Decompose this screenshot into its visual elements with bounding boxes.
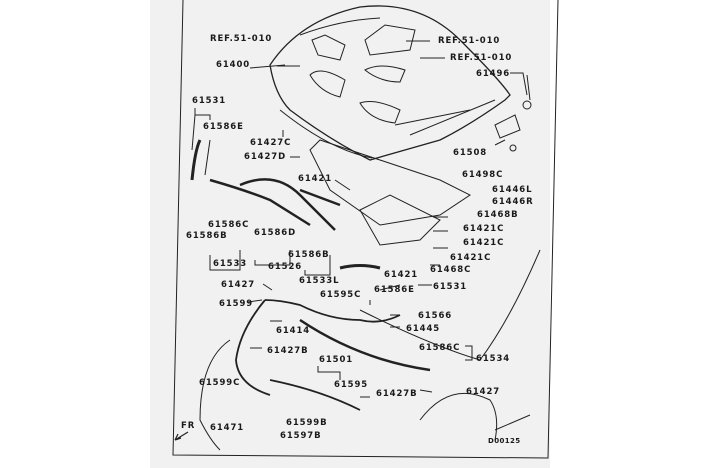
washer-hose-61414 <box>264 299 401 323</box>
label-61414: 61414 <box>276 326 311 336</box>
label-61534: 61534 <box>476 354 511 364</box>
washer-hose-61501 <box>269 379 361 411</box>
label-61427b-right: 61427B <box>376 389 418 399</box>
insulator-lower <box>359 194 441 246</box>
label-61586c-left: 61586C <box>208 220 250 230</box>
label-61599b: 61599B <box>286 418 328 428</box>
hood-vent-upper <box>364 65 406 83</box>
label-61595: 61595 <box>334 380 369 390</box>
label-61471: 61471 <box>210 423 245 433</box>
label-fr-direction: FR <box>181 421 196 431</box>
label-ref-51-010-right-mid: REF.51-010 <box>450 53 513 63</box>
label-61421-mid: 61421 <box>384 270 419 280</box>
hood-vent-left <box>309 70 346 98</box>
hood-hinge <box>494 114 521 139</box>
label-61531-top: 61531 <box>192 96 227 106</box>
label-61427b-left: 61427B <box>267 346 309 356</box>
label-61531-mid: 61531 <box>433 282 468 292</box>
label-61586d: 61586D <box>254 228 297 238</box>
label-61501: 61501 <box>319 355 354 365</box>
label-61446r: 61446R <box>492 197 534 207</box>
label-61496: 61496 <box>476 69 511 79</box>
part-61498c <box>509 144 517 152</box>
label-61498c: 61498C <box>462 170 504 180</box>
label-61468c: 61468C <box>430 265 472 275</box>
drawing-id: D00125 <box>488 437 521 445</box>
seal-61533 <box>209 178 311 227</box>
label-61421-left: 61421 <box>298 174 333 184</box>
label-61508: 61508 <box>453 148 488 158</box>
hood-line-2 <box>409 99 496 136</box>
label-61586e-mid: 61586E <box>374 285 415 295</box>
label-61597b: 61597B <box>280 431 322 441</box>
hood-vent-center <box>359 101 401 124</box>
hood-crease <box>299 17 381 36</box>
label-61599c: 61599C <box>199 378 241 388</box>
fr-arrow <box>174 431 189 441</box>
body-line-diag <box>494 414 531 431</box>
hood-line-1 <box>394 109 471 126</box>
label-61599: 61599 <box>219 299 254 309</box>
label-61427d: 61427D <box>244 152 287 162</box>
seal-61526 <box>239 178 336 231</box>
label-61526: 61526 <box>268 262 303 272</box>
hood-edge <box>279 109 373 159</box>
label-61446l: 61446L <box>492 185 533 195</box>
seal-61421-mid <box>339 264 381 270</box>
label-61427c: 61427C <box>250 138 292 148</box>
label-61421c-3: 61421C <box>450 253 492 263</box>
scanned-page-background <box>150 0 550 468</box>
label-61421c-1: 61421C <box>463 224 505 234</box>
label-61595c: 61595C <box>320 290 362 300</box>
seal-61531 <box>190 139 202 181</box>
label-61400: 61400 <box>216 60 251 70</box>
label-61586c-right: 61586C <box>419 343 461 353</box>
label-61445: 61445 <box>406 324 441 334</box>
fender-line <box>359 249 541 361</box>
label-61586b-mid: 61586B <box>288 250 330 260</box>
label-ref-51-010-right-top: REF.51-010 <box>438 36 501 46</box>
vent-cover-right <box>364 24 416 56</box>
label-61421c-2: 61421C <box>463 238 505 248</box>
label-61586b-left: 61586B <box>186 231 228 241</box>
label-61533l: 61533L <box>299 276 340 286</box>
label-61427-right: 61427 <box>466 387 501 397</box>
seal-61421 <box>299 188 341 207</box>
label-61586e-top: 61586E <box>203 122 244 132</box>
hood-insulator <box>309 139 471 226</box>
vent-cover-left <box>311 34 346 61</box>
body-line-right <box>419 392 498 441</box>
label-61427-top: 61427 <box>221 280 256 290</box>
label-61533: 61533 <box>213 259 248 269</box>
washer-hose-lower <box>235 299 271 396</box>
label-61468b: 61468B <box>477 210 519 220</box>
label-ref-51-010-left: REF.51-010 <box>210 34 273 44</box>
hood-outline <box>269 5 511 161</box>
seal-61534 <box>299 318 431 372</box>
label-61566: 61566 <box>418 311 453 321</box>
part-61496 <box>522 100 532 110</box>
body-line-left <box>199 339 231 451</box>
page-border <box>172 0 559 459</box>
